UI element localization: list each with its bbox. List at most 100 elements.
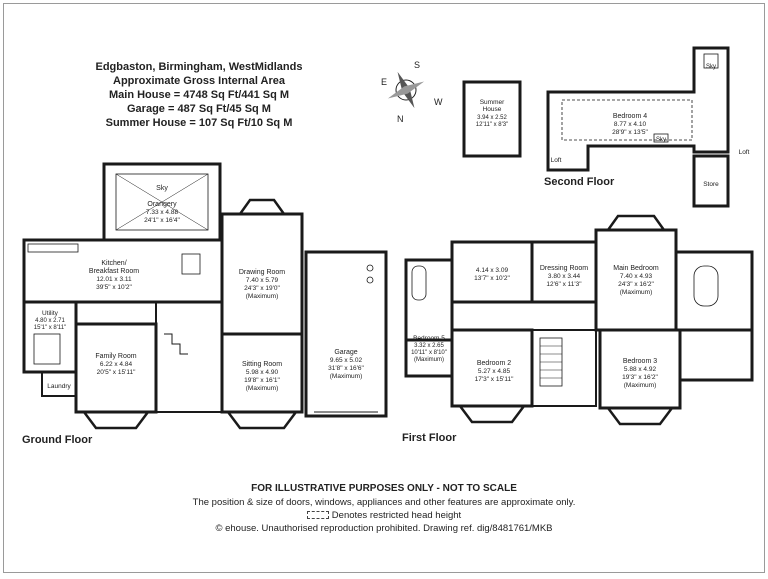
bedroom4-wall xyxy=(546,46,730,172)
loft-right-label: Loft xyxy=(739,149,750,156)
bed5-name: Bedroom 5 xyxy=(413,335,445,342)
dressing-dims: 3.80 x 3.44 xyxy=(548,273,581,280)
compass-s: S xyxy=(414,60,420,70)
utility-name: Utility xyxy=(42,310,59,317)
laundry-label: Laundry xyxy=(47,383,71,390)
main-bed-note: (Maximum) xyxy=(620,289,653,296)
family-room-wall xyxy=(74,322,158,414)
header-main-house: Main House = 4748 Sq Ft/441 Sq M xyxy=(108,89,290,101)
bed-top-imperial: 13'7" x 10'2" xyxy=(474,275,510,282)
summer-name2: House xyxy=(483,106,502,113)
orangery-name: Orangery xyxy=(147,201,177,208)
bed3-name: Bedroom 3 xyxy=(623,358,657,365)
family-room-bay xyxy=(83,411,149,430)
garage-note: (Maximum) xyxy=(330,373,363,380)
footer-legend: Denotes restricted head height xyxy=(4,510,764,521)
sitting-room-bay xyxy=(227,411,297,430)
bed2-name: Bedroom 2 xyxy=(477,360,511,367)
compass: S E W N xyxy=(381,60,443,124)
garage-imperial: 31'8" x 16'6" xyxy=(328,365,364,372)
utility-dims: 4.80 x 2.71 xyxy=(35,318,65,324)
kitchen-dims: 12.01 x 3.11 xyxy=(96,276,132,283)
store-wall xyxy=(692,154,730,208)
bed5-note: (Maximum) xyxy=(414,357,444,363)
dressing-imperial: 12'6" x 11'3" xyxy=(546,281,582,288)
bed4-dims: 8.77 x 4.10 xyxy=(614,121,647,128)
family-dims: 6.22 x 4.84 xyxy=(100,361,133,368)
orangery-skylight xyxy=(115,173,209,231)
header-garage: Garage = 487 Sq Ft/45 Sq M xyxy=(127,103,271,115)
bed4-name: Bedroom 4 xyxy=(613,113,647,120)
header-summer-house: Summer House = 107 Sq Ft/10 Sq M xyxy=(105,117,293,129)
restricted-height-swatch xyxy=(306,511,329,520)
kitchen-name2: Breakfast Room xyxy=(89,268,139,275)
header-address: Edgbaston, Birmingham, WestMidlands xyxy=(95,61,303,73)
loft-left-label: Loft xyxy=(551,157,562,164)
sitting-imperial: 19'8" x 16'1" xyxy=(244,377,280,384)
bed3-imperial: 19'3" x 16'2" xyxy=(622,374,658,381)
header-area-title: Approximate Gross Internal Area xyxy=(113,75,285,87)
garage-wall xyxy=(304,250,388,418)
family-imperial: 20'5" x 15'11" xyxy=(97,369,136,376)
orangery-sky-label: Sky xyxy=(156,185,168,192)
family-name: Family Room xyxy=(95,353,136,360)
bed2-dims: 5.27 x 4.85 xyxy=(478,368,511,375)
ground-floor-title: Ground Floor xyxy=(22,434,93,446)
bathroom2-wall xyxy=(678,328,754,382)
garage-name: Garage xyxy=(334,349,357,356)
sitting-note: (Maximum) xyxy=(246,385,279,392)
summer-house-labels: Summer House 3.94 x 2.52 12'11" x 8'3" xyxy=(476,99,508,128)
orangery-dims: 7.33 x 4.88 xyxy=(146,209,179,216)
second-floor-plan xyxy=(546,46,730,208)
floorplan-drawing: S E W N xyxy=(22,46,754,430)
sky-mid-label: Sky xyxy=(656,137,666,143)
drawing-name: Drawing Room xyxy=(239,269,285,276)
compass-e: E xyxy=(381,77,387,87)
restricted-height-outline xyxy=(561,99,693,141)
sky-top-label: Sky xyxy=(706,64,716,70)
first-floor-labels: 4.14 x 3.09 13'7" x 10'2" Dressing Room … xyxy=(411,265,659,389)
first-floor-plan xyxy=(404,214,754,426)
bed2-imperial: 17'3" x 15'11" xyxy=(475,376,514,383)
orangery-imperial: 24'1" x 16'4" xyxy=(144,217,180,224)
summer-dims: 3.94 x 2.52 xyxy=(477,115,507,121)
kitchen-imperial: 39'5" x 10'2" xyxy=(96,284,132,291)
drawing-dims: 7.40 x 5.79 xyxy=(246,277,279,284)
first-floor-title: First Floor xyxy=(402,432,457,444)
bed5-dims: 3.32 x 2.65 xyxy=(414,343,444,349)
utility-imperial: 15'1" x 8'11" xyxy=(34,325,66,331)
drawing-room-bay xyxy=(238,198,286,215)
summer-house-wall xyxy=(462,80,522,158)
kitchen-worktop xyxy=(27,243,79,253)
landing-wall xyxy=(531,329,597,407)
footer-line2: The position & size of doors, windows, a… xyxy=(192,497,576,508)
second-floor-title: Second Floor xyxy=(544,176,615,188)
drawing-note: (Maximum) xyxy=(246,293,279,300)
hall-wall xyxy=(155,301,223,413)
ground-floor-labels: Sky Orangery 7.33 x 4.88 24'1" x 16'4" K… xyxy=(34,185,365,392)
bed-top-dims: 4.14 x 3.09 xyxy=(476,267,509,274)
kitchen-island xyxy=(181,253,201,275)
bed4-imperial: 28'9" x 13'5" xyxy=(612,129,648,136)
summer-house-plan xyxy=(462,80,522,158)
compass-n: N xyxy=(397,114,404,124)
main-bed-name: Main Bedroom xyxy=(613,265,659,272)
dressing-room-wall xyxy=(530,240,598,304)
bathroom-wall xyxy=(404,258,454,342)
drawing-imperial: 24'3" x 19'0" xyxy=(244,285,280,292)
kitchen-name: Kitchen/ xyxy=(101,260,126,267)
main-bedroom-wall xyxy=(594,228,678,332)
garage-dims: 9.65 x 5.02 xyxy=(330,357,363,364)
summer-name: Summer xyxy=(480,99,505,106)
footer-copyright: © ehouse. Unauthorised reproduction proh… xyxy=(215,523,553,534)
compass-w: W xyxy=(434,97,443,107)
sitting-dims: 5.98 x 4.90 xyxy=(246,369,279,376)
ground-floor-plan xyxy=(22,162,388,430)
dressing-name: Dressing Room xyxy=(540,265,588,272)
store-label: Store xyxy=(703,181,719,188)
summer-imperial: 12'11" x 8'3" xyxy=(476,122,508,128)
main-bed-imperial: 24'3" x 16'2" xyxy=(618,281,654,288)
ensuite-wall xyxy=(674,250,754,332)
disclaimer: FOR ILLUSTRATIVE PURPOSES ONLY - NOT TO … xyxy=(251,483,517,494)
bed3-note: (Maximum) xyxy=(624,382,657,389)
